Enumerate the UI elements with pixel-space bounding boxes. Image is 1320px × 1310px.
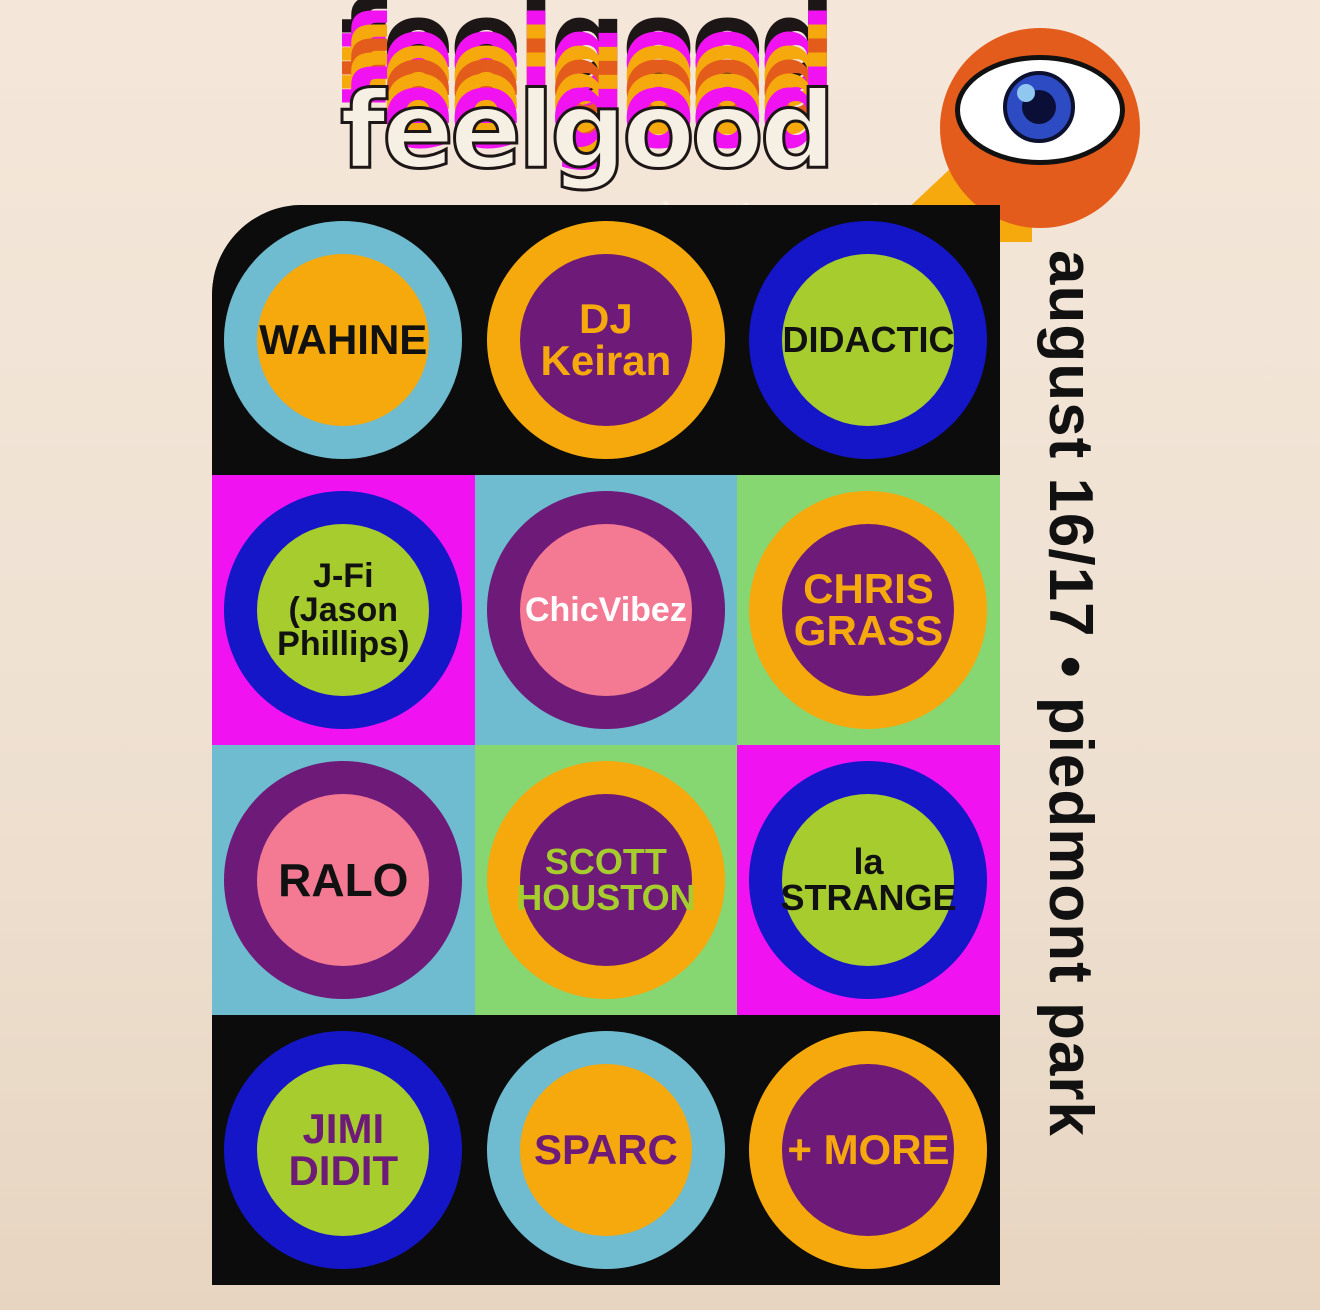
artist-cell: CHRIS GRASS — [737, 475, 1000, 745]
artist-cell: la STRANGE — [737, 745, 1000, 1015]
artist-name: SPARC — [533, 1126, 678, 1173]
date-location: august 16/17 • piedmont park — [1010, 250, 1106, 1270]
artist-disc: J-Fi (Jason Phillips) — [257, 524, 430, 696]
title-stripe-layer: feelgood — [340, 0, 836, 102]
artist-name: ChicVibez — [524, 591, 687, 629]
title-stripe-layer: feelgood — [340, 0, 836, 116]
artist-disc: WAHINE — [257, 254, 430, 426]
title-stripe-layer: feelgood — [340, 49, 836, 172]
eye-glint — [1017, 84, 1035, 102]
title-stripe-layer: feelgood — [340, 7, 836, 130]
artist-disc: ChicVibez — [519, 524, 692, 696]
artist-disc: CHRIS GRASS — [782, 524, 955, 696]
artist-disc: SCOTT HOUSTON — [516, 794, 696, 966]
page-title: feelgood — [339, 69, 838, 192]
artist-name: DJ Keiran — [540, 295, 672, 384]
date-location-text: august 16/17 • piedmont park — [1036, 250, 1105, 1137]
artist-cell: RALO — [212, 745, 475, 1015]
title-stripe-layer: feelgood — [340, 21, 836, 144]
artist-name: DIDACTIC — [782, 319, 955, 360]
artist-disc: JIMI DIDIT — [257, 1064, 430, 1236]
title-stripe-layer: feelgood — [340, 35, 836, 158]
artist-disc: DIDACTIC — [782, 254, 955, 426]
artist-disc: DJ Keiran — [519, 254, 692, 426]
artist-cell: SPARC — [474, 1015, 738, 1285]
artist-cell: JIMI DIDIT — [212, 1015, 475, 1285]
artist-name: RALO — [278, 854, 409, 906]
artist-name: J-Fi (Jason Phillips) — [277, 557, 410, 663]
artist-cell: + MORE — [737, 1015, 1000, 1285]
artist-disc: + MORE — [782, 1064, 955, 1236]
artist-cell: DJ Keiran — [474, 205, 738, 475]
artist-cell: SCOTT HOUSTON — [474, 745, 738, 1015]
artist-cell: ChicVibez — [474, 475, 738, 745]
artist-cell: J-Fi (Jason Phillips) — [212, 475, 475, 745]
artist-name: WAHINE — [259, 316, 428, 363]
artist-name: la STRANGE — [780, 841, 957, 918]
artist-grid: WAHINE DJ Keiran DIDACTIC J-Fi (Jason Phill… — [212, 205, 1000, 1285]
artist-disc: SPARC — [519, 1064, 692, 1236]
artist-cell: DIDACTIC — [737, 205, 1000, 475]
artist-name: + MORE — [787, 1126, 950, 1173]
artist-disc: la STRANGE — [780, 794, 957, 966]
artist-name: JIMI DIDIT — [288, 1105, 399, 1194]
artist-name: CHRIS GRASS — [793, 565, 944, 654]
artist-cell: WAHINE — [212, 205, 475, 475]
artist-disc: RALO — [257, 794, 430, 966]
artist-name: SCOTT HOUSTON — [516, 841, 696, 918]
